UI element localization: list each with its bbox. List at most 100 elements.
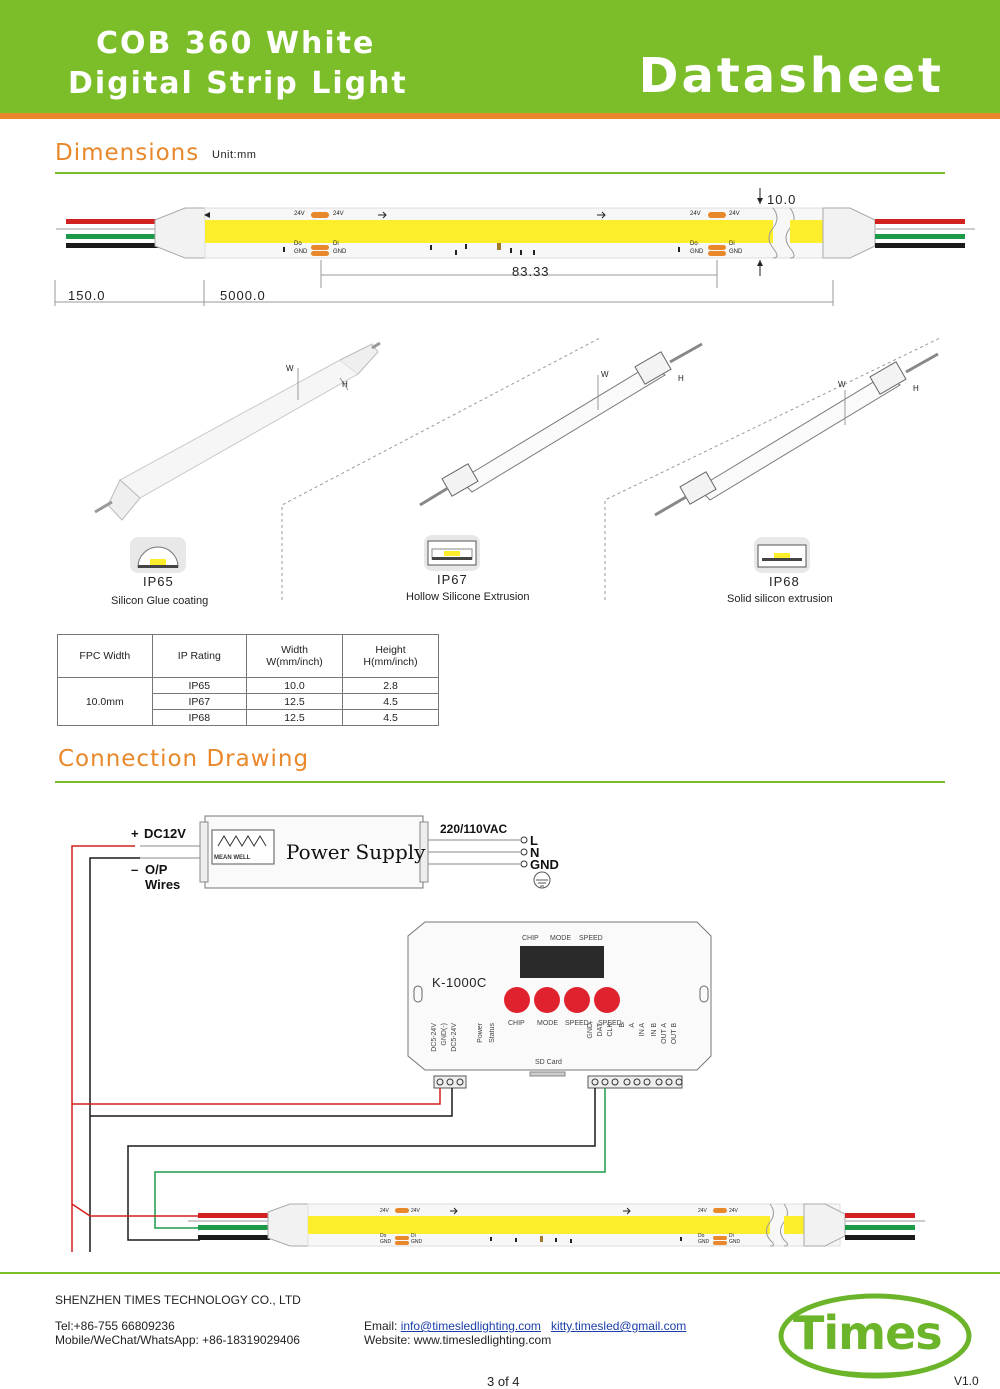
pad-label: GND xyxy=(411,1239,423,1245)
w-label: W xyxy=(601,370,609,379)
pin-label: A xyxy=(629,1023,636,1028)
ip67-caption: Hollow Silicone Extrusion xyxy=(406,591,530,603)
dc-voltage: DC12V xyxy=(144,826,186,841)
pad-label: 24V xyxy=(729,211,740,217)
email-label: Email: xyxy=(364,1319,398,1333)
pin-label: IN B xyxy=(651,1023,658,1037)
dimensions-title: Dimensions xyxy=(55,140,200,166)
pin-label: B xyxy=(619,1023,626,1028)
w-label: W xyxy=(838,380,846,389)
pad-label: Do xyxy=(294,241,302,247)
dim-height: 10.0 xyxy=(767,192,797,207)
pad-label: GND xyxy=(698,1239,710,1245)
pad-label: 24V xyxy=(333,211,344,217)
page-number: 3 of 4 xyxy=(487,1374,520,1389)
dim-cut-length: 83.33 xyxy=(512,264,550,279)
ac-voltage: 220/110VAC xyxy=(440,822,508,836)
ip65-label: IP65 xyxy=(143,574,174,589)
w-label: W xyxy=(286,364,294,373)
pad-label: GND xyxy=(333,249,347,255)
pad-label: Do xyxy=(380,1233,387,1239)
pin-label: OUT A xyxy=(661,1023,668,1044)
pin-label: CLK xyxy=(607,1023,614,1037)
ac-n: N xyxy=(530,845,540,860)
psu-brand: MEAN WELL xyxy=(214,855,251,861)
ctl-button-label: MODE xyxy=(537,1020,558,1027)
header-orange-strip xyxy=(0,113,1000,119)
th-ip: IP Rating xyxy=(151,634,248,678)
connection-title: Connection Drawing xyxy=(58,746,310,772)
table-cell: 4.5 xyxy=(342,709,439,726)
pad-label: Di xyxy=(411,1233,416,1239)
times-logo xyxy=(778,1293,972,1379)
ac-l: L xyxy=(530,833,538,848)
company-name: SHENZHEN TIMES TECHNOLOGY CO., LTD xyxy=(55,1293,301,1307)
email-link-2[interactable]: kitty.timesled@gmail.com xyxy=(550,1319,687,1333)
plus-sign: + xyxy=(131,826,139,841)
dimensions-rule xyxy=(55,172,945,174)
product-title-line2: Digital Strip Light xyxy=(68,66,408,101)
logo-text: Times xyxy=(793,1306,943,1360)
ctl-button-label: SPEED+ xyxy=(565,1020,593,1027)
tel: Tel:+86-755 66809236 xyxy=(55,1319,175,1333)
pad-label: Do xyxy=(698,1233,705,1239)
table-cell: 12.5 xyxy=(245,709,344,726)
sd-card-label: SD Card xyxy=(535,1059,562,1066)
pad-label: GND xyxy=(729,249,743,255)
product-title-line1: COB 360 White xyxy=(96,26,376,61)
pin-label: GND(-) xyxy=(441,1023,448,1046)
dim-lead-length: 150.0 xyxy=(68,288,106,303)
op-label: O/P xyxy=(145,862,168,877)
pin-label: Status xyxy=(489,1023,496,1043)
pad-label: 24V xyxy=(380,1208,389,1214)
connection-diagram xyxy=(71,815,925,1252)
pin-label: Power xyxy=(477,1023,484,1043)
table-cell: 2.8 xyxy=(342,677,439,694)
th-fpc: FPC Width xyxy=(57,634,153,678)
footer-rule xyxy=(0,1272,1000,1274)
controller-model: K-1000C xyxy=(432,975,487,990)
email-link-1[interactable]: info@timesledlighting.com xyxy=(400,1319,541,1333)
profile-drawings xyxy=(94,337,941,600)
pad-label: 24V xyxy=(729,1208,738,1214)
table-cell: IP68 xyxy=(151,709,248,726)
ctl-top-label: MODE xyxy=(550,935,571,942)
ip68-label: IP68 xyxy=(769,574,800,589)
pad-label: GND xyxy=(729,1239,741,1245)
pad-label: Do xyxy=(690,241,698,247)
h-label: H xyxy=(342,380,348,389)
pad-label: 24V xyxy=(411,1208,420,1214)
table-cell: IP65 xyxy=(151,677,248,694)
pin-label: DAT xyxy=(597,1023,604,1037)
ctl-top-label: SPEED xyxy=(579,935,603,942)
mobile: Mobile/WeChat/WhatsApp: +86-18319029406 xyxy=(55,1333,300,1347)
ctl-button-label: CHIP xyxy=(508,1020,525,1027)
pad-label: 24V xyxy=(690,211,701,217)
pad-label: Di xyxy=(333,241,339,247)
fpc-width-cell: 10.0mm xyxy=(57,677,153,726)
header-banner xyxy=(0,0,1000,113)
table-cell: 4.5 xyxy=(342,693,439,710)
pad-label: 24V xyxy=(698,1208,707,1214)
ip67-label: IP67 xyxy=(437,572,468,587)
pad-label: GND xyxy=(690,249,704,255)
table-cell: IP67 xyxy=(151,693,248,710)
ctl-button-label: SPEED- xyxy=(598,1020,625,1027)
doc-type-title: Datasheet xyxy=(638,48,944,104)
pad-label: Di xyxy=(729,241,735,247)
ctl-top-label: CHIP xyxy=(522,935,539,942)
pad-label: GND xyxy=(380,1239,392,1245)
ac-gnd: GND xyxy=(530,857,559,872)
wires-label: Wires xyxy=(145,877,181,892)
pin-label: IN A xyxy=(639,1023,646,1037)
website[interactable]: Website: www.timesledlighting.com xyxy=(364,1333,552,1347)
table-cell: 12.5 xyxy=(245,693,344,710)
pad-label: GND xyxy=(294,249,308,255)
strip-dimension-drawing xyxy=(54,188,975,306)
pin-label: OUT B xyxy=(671,1023,678,1045)
version: V1.0 xyxy=(954,1374,979,1388)
minus-sign: – xyxy=(131,862,139,877)
connection-rule xyxy=(55,781,945,783)
